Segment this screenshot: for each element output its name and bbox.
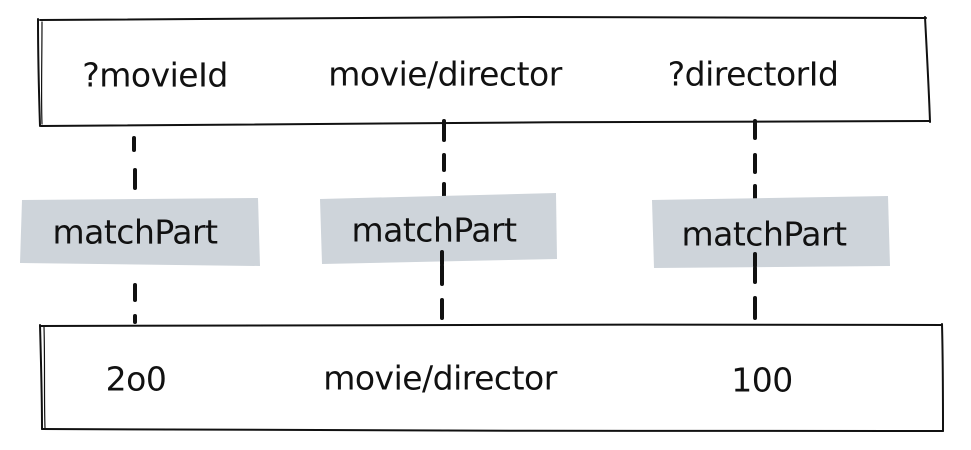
- match-label-3: matchPart: [681, 214, 847, 254]
- connector-2: [440, 119, 446, 320]
- datom-entity: 2o0: [105, 359, 167, 399]
- match-label-1: matchPart: [52, 212, 218, 252]
- badge-overlap-dashes: [440, 250, 757, 268]
- match-badge-2: [320, 193, 557, 264]
- pattern-value-var: ?directorId: [667, 54, 839, 94]
- connector-1: [132, 136, 137, 324]
- match-badge-3: [652, 196, 890, 268]
- datom-box: [39, 323, 944, 432]
- datom-value: 100: [731, 360, 793, 400]
- pattern-entity-var: ?movieId: [82, 55, 228, 95]
- match-badge-1: [20, 198, 260, 266]
- pattern-attribute: movie/director: [328, 54, 562, 94]
- pattern-box: [37, 15, 931, 127]
- match-label-2: matchPart: [351, 210, 517, 250]
- datom-attribute: movie/director: [323, 358, 557, 398]
